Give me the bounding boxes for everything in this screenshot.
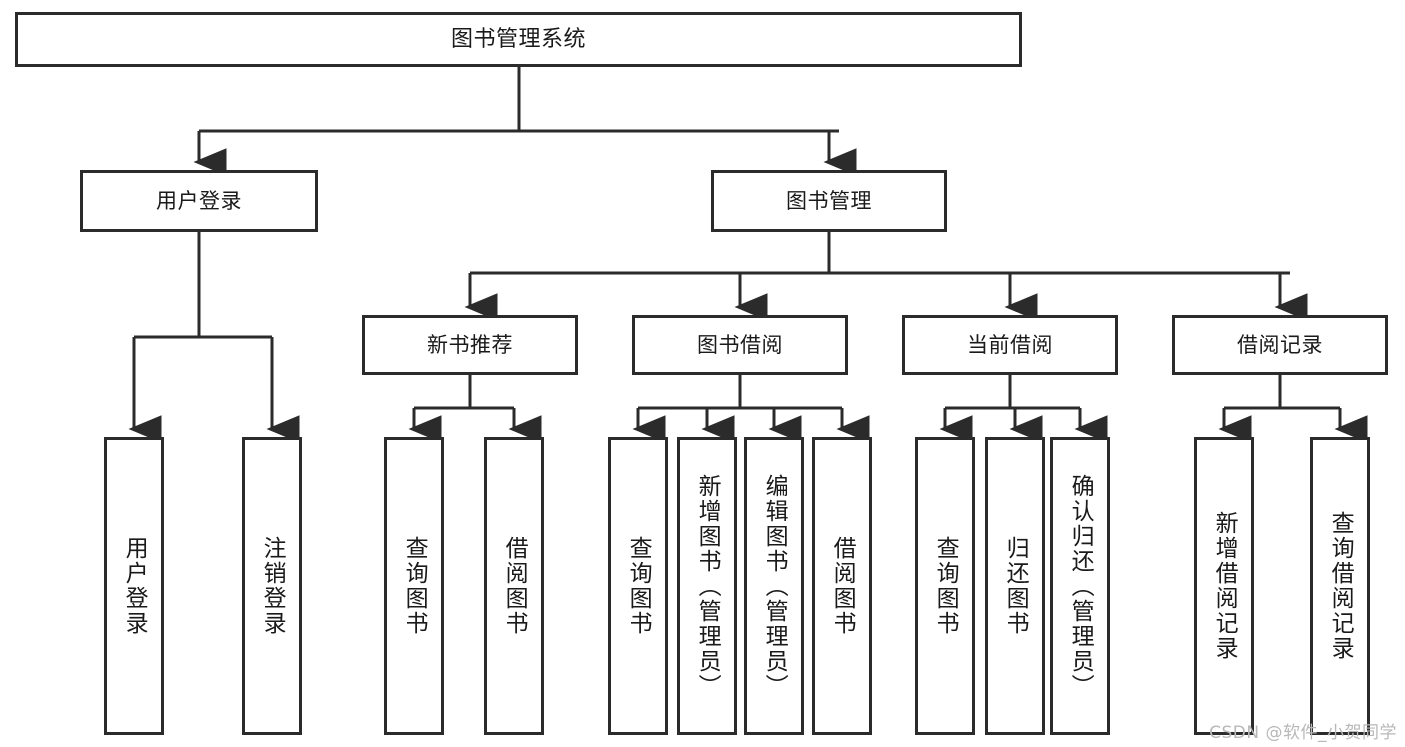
leaf-book-borrow-add-book-admin[interactable]: 新增图书（管理员） (677, 437, 737, 735)
node-user-login[interactable]: 用户登录 (80, 170, 318, 232)
node-label: 借阅图书 (501, 536, 528, 636)
leaf-new-book-query-book[interactable]: 查询图书 (384, 437, 444, 735)
node-label: 归还图书 (1002, 536, 1029, 636)
node-book-management[interactable]: 图书管理 (711, 170, 947, 232)
node-book-borrow[interactable]: 图书借阅 (632, 315, 848, 375)
node-label: 查询图书 (401, 536, 428, 636)
leaf-borrow-record-add-record[interactable]: 新增借阅记录 (1194, 437, 1254, 735)
node-current-borrow[interactable]: 当前借阅 (902, 315, 1118, 375)
node-label: 图书管理系统 (450, 26, 586, 52)
csdn-watermark: CSDN @软件_小贺同学 (1209, 723, 1397, 743)
leaf-current-borrow-confirm-return-admin[interactable]: 确认归还（管理员） (1050, 437, 1110, 735)
node-borrow-record[interactable]: 借阅记录 (1172, 315, 1388, 375)
node-label: 图书借阅 (697, 332, 783, 357)
node-root-book-management-system[interactable]: 图书管理系统 (15, 12, 1022, 67)
node-label: 查询图书 (625, 536, 652, 636)
node-label: 编辑图书（管理员） (761, 473, 788, 699)
node-label: 借阅图书 (829, 536, 856, 636)
node-label: 新书推荐 (427, 332, 513, 357)
node-label: 查询借阅记录 (1327, 511, 1354, 661)
node-label: 用户登录 (156, 188, 242, 213)
leaf-book-borrow-edit-book-admin[interactable]: 编辑图书（管理员） (744, 437, 804, 735)
node-label: 确认归还（管理员） (1067, 473, 1094, 699)
leaf-book-borrow-borrow-book[interactable]: 借阅图书 (812, 437, 872, 735)
node-label: 新增借阅记录 (1211, 511, 1238, 661)
leaf-current-borrow-query-book[interactable]: 查询图书 (915, 437, 975, 735)
leaf-user-login-login[interactable]: 用户登录 (104, 437, 164, 735)
node-label: 当前借阅 (967, 332, 1053, 357)
node-new-book-recommend[interactable]: 新书推荐 (362, 315, 578, 375)
leaf-new-book-borrow-book[interactable]: 借阅图书 (484, 437, 544, 735)
node-label: 查询图书 (932, 536, 959, 636)
leaf-user-login-logout[interactable]: 注销登录 (242, 437, 302, 735)
node-label: 图书管理 (786, 188, 872, 213)
node-label: 借阅记录 (1237, 332, 1323, 357)
leaf-book-borrow-query-book[interactable]: 查询图书 (608, 437, 668, 735)
node-label: 注销登录 (259, 536, 286, 636)
node-label: 用户登录 (121, 536, 148, 636)
leaf-borrow-record-query-record[interactable]: 查询借阅记录 (1310, 437, 1370, 735)
node-label: 新增图书（管理员） (694, 473, 721, 699)
leaf-current-borrow-return-book[interactable]: 归还图书 (985, 437, 1045, 735)
